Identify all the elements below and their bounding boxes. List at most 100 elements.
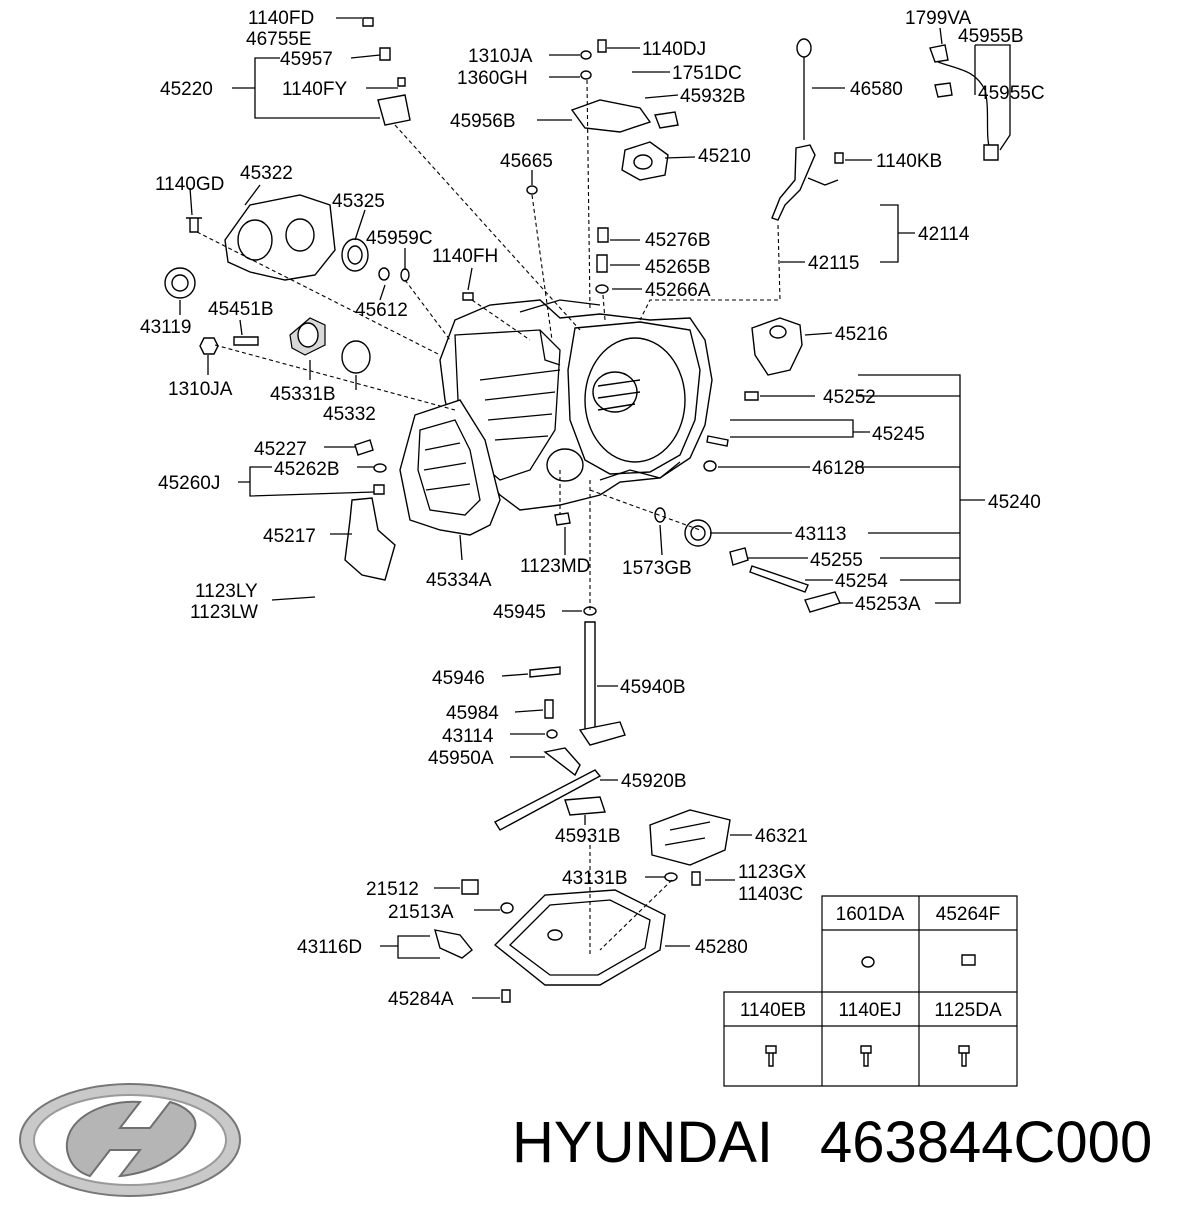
bolt-icon — [765, 1045, 777, 1067]
fastener-table: 1601DA 45264F 1140EB 1140EJ 1125DA — [723, 895, 1018, 1087]
callout-label: 45217 — [263, 526, 316, 547]
callout-label: 45612 — [355, 300, 408, 321]
callout-label: 45260J — [158, 473, 220, 494]
callout-label: 45950A — [428, 748, 494, 769]
callout-label: 45266A — [645, 280, 711, 301]
callout-label: 45322 — [240, 163, 293, 184]
callout-label: 46321 — [755, 826, 808, 847]
callout-label: 42114 — [918, 224, 970, 245]
callout-label: 45946 — [432, 668, 485, 689]
bolt-icon — [958, 1045, 970, 1067]
callout-label: 1123LW — [190, 602, 258, 623]
callout-label: 46580 — [850, 79, 903, 100]
callout-label: 1799VA — [905, 8, 972, 29]
callout-label: 45332 — [323, 404, 376, 425]
side-cover — [399, 399, 501, 536]
table-label: 1601DA — [836, 904, 905, 925]
callout-label: 1140KB — [876, 151, 942, 172]
callout-label: 45956B — [450, 111, 516, 132]
callout-label: 45253A — [855, 594, 921, 615]
callout-label: 45955B — [958, 26, 1024, 47]
callout-label: 45451B — [208, 299, 274, 320]
callout-label: 45665 — [500, 151, 553, 172]
callout-label: 45325 — [332, 191, 385, 212]
callout-label: 45931B — [555, 826, 621, 847]
callout-label: 1140FY — [282, 79, 347, 100]
callout-label: 45216 — [835, 324, 888, 345]
callout-label: 45959C — [366, 228, 433, 249]
callout-label: 1310JA — [468, 46, 533, 67]
part-number: 463844C000 — [820, 1110, 1152, 1175]
callout-label: 21513A — [388, 902, 454, 923]
callout-label: 1140DJ — [642, 39, 706, 60]
callout-label: 45932B — [680, 86, 746, 107]
dipstick-tube — [771, 38, 839, 221]
callout-label: 45334A — [426, 570, 492, 591]
callout-label: 1123GX — [738, 862, 807, 883]
callout-label: 21512 — [366, 879, 419, 900]
callout-label: 46128 — [812, 458, 865, 479]
leader-lines — [179, 17, 1011, 999]
bolt-icon — [860, 1045, 872, 1067]
plug-icon — [961, 954, 976, 966]
callout-label: 1123MD — [520, 556, 590, 577]
callout-label: 43114 — [442, 726, 494, 747]
callout-label: 1751DC — [672, 63, 742, 84]
table-label: 1140EB — [740, 1000, 806, 1021]
callout-label: 43119 — [140, 317, 191, 338]
callout-label: 1573GB — [622, 558, 692, 579]
hyundai-logo — [19, 1083, 241, 1197]
callout-label: 45945 — [493, 602, 546, 623]
callout-label: 1140GD — [155, 174, 224, 195]
callout-label: 1310JA — [168, 379, 233, 400]
callout-label: 45284A — [388, 989, 454, 1010]
callout-label: 45262B — [274, 459, 340, 480]
callout-label: 45920B — [621, 771, 687, 792]
bracket-45217 — [344, 497, 396, 581]
callout-label: 45252 — [823, 387, 876, 408]
washer-icon — [861, 956, 875, 968]
callout-label: 1123LY — [195, 581, 258, 602]
oil-pan — [434, 879, 666, 1003]
manual-shaft — [529, 606, 626, 777]
mount-bracket — [751, 317, 803, 376]
callout-label: 43113 — [795, 524, 846, 545]
table-label: 45264F — [936, 904, 1000, 925]
callout-label: 1140FH — [432, 246, 498, 267]
callout-label: 45957 — [280, 49, 333, 70]
callout-label: 45245 — [872, 424, 925, 445]
callout-label: 1360GH — [457, 68, 528, 89]
transaxle-housing — [439, 299, 713, 511]
converter-cover — [224, 194, 336, 281]
callout-label: 45220 — [160, 79, 213, 100]
callout-label: 45227 — [254, 439, 307, 460]
oil-filter — [649, 809, 731, 886]
callout-label: 46755E — [246, 29, 312, 50]
callout-label: 45254 — [835, 571, 888, 592]
callout-label: 45331B — [270, 384, 336, 405]
speed-sensor — [929, 44, 999, 161]
callout-labels: 1140FD 46755E 45957 45220 1140FY 1310JA … — [140, 8, 1045, 1010]
callout-label: 1140FD — [248, 8, 314, 29]
callout-label: 45276B — [645, 230, 711, 251]
callout-label: 45280 — [695, 937, 748, 958]
callout-label: 45955C — [978, 83, 1045, 104]
callout-label: 45210 — [698, 146, 751, 167]
table-label: 1125DA — [934, 1000, 1002, 1021]
callout-label: 45265B — [645, 257, 711, 278]
brand-name: HYUNDAI — [512, 1110, 773, 1175]
callout-label: 45984 — [446, 703, 499, 724]
parking-rod — [494, 769, 606, 831]
callout-label: 45940B — [620, 677, 686, 698]
callout-label: 45255 — [810, 550, 863, 571]
table-label: 1140EJ — [838, 1000, 901, 1021]
callout-label: 11403C — [738, 884, 803, 905]
callout-label: 43116D — [297, 937, 362, 958]
alignment-dashes — [196, 79, 781, 955]
top-cover — [362, 17, 844, 294]
callout-label: 45240 — [988, 492, 1041, 513]
callout-label: 42115 — [808, 253, 859, 274]
callout-label: 43131B — [562, 868, 628, 889]
